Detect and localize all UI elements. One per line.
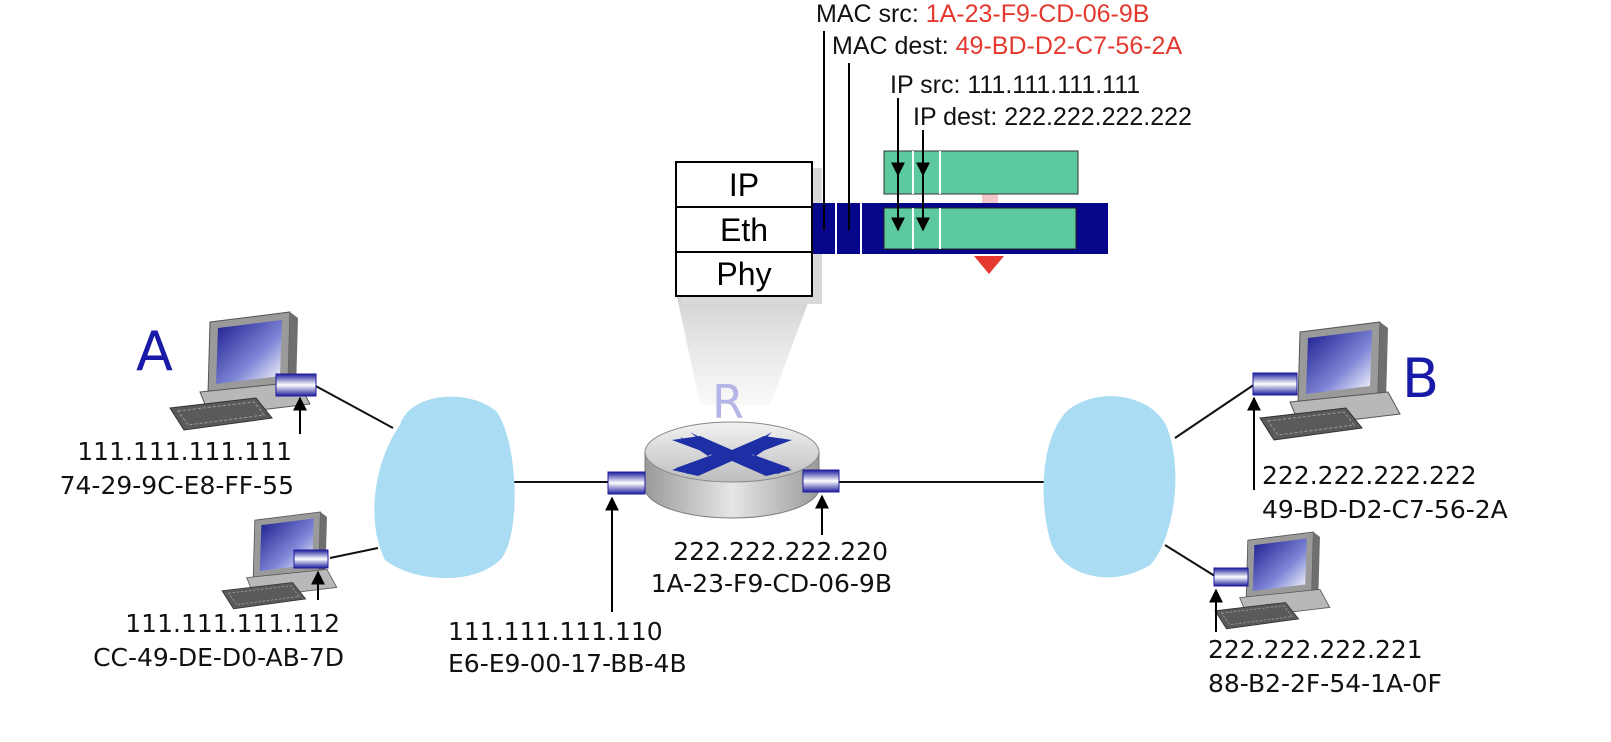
host-b-name: B xyxy=(1402,347,1439,410)
adapter-a2-icon xyxy=(293,549,329,569)
host-b-mac: 49-BD-D2-C7-56-2A xyxy=(1262,495,1508,524)
mac-dest-label: MAC dest: 49-BD-D2-C7-56-2A xyxy=(832,32,1182,60)
stack-layer-ip: IP xyxy=(729,167,759,203)
router-left-mac: E6-E9-00-17-BB-4B xyxy=(448,649,687,678)
protocol-stack: IP Eth Phy xyxy=(675,161,813,297)
host-a-ip: 111.111.111.111 xyxy=(77,437,292,466)
router-left-port-icon xyxy=(607,471,646,495)
adapter-a-icon xyxy=(275,373,317,397)
adapter-b-icon xyxy=(1252,372,1298,396)
router-name: R xyxy=(712,375,744,429)
router-icon xyxy=(644,421,820,519)
router-right-mac: 1A-23-F9-CD-06-9B xyxy=(651,569,892,598)
link-a2-lan xyxy=(329,547,379,559)
link-lan-b xyxy=(1174,381,1259,439)
link-a-lan xyxy=(311,383,394,429)
stack-layer-phy: Phy xyxy=(716,256,771,292)
host-a-name: A xyxy=(136,320,173,383)
router-right-ip: 222.222.222.220 xyxy=(673,537,888,566)
lan-cloud-right xyxy=(1043,396,1176,578)
host-a-computer-icon xyxy=(169,311,311,431)
host-a-mac: 74-29-9C-E8-FF-55 xyxy=(60,471,294,500)
host-a2-mac: CC-49-DE-D0-AB-7D xyxy=(93,643,344,672)
host-b2-mac: 88-B2-2F-54-1A-0F xyxy=(1208,669,1442,698)
stack-layer-eth: Eth xyxy=(720,212,768,248)
router-left-ip: 111.111.111.110 xyxy=(448,617,663,646)
frame-graphic xyxy=(813,150,1108,274)
link-lan-b2 xyxy=(1164,544,1219,579)
host-b2-ip: 222.222.222.221 xyxy=(1208,635,1423,664)
ip-src-label: IP src: 111.111.111.111 xyxy=(890,71,1140,99)
adapter-b2-icon xyxy=(1213,567,1249,587)
host-b-ip: 222.222.222.222 xyxy=(1262,461,1477,490)
router-right-port-icon xyxy=(802,469,840,493)
zoom-beam xyxy=(676,292,812,405)
ip-dest-label: IP dest: 222.222.222.222 xyxy=(913,103,1192,131)
lan-cloud-left xyxy=(374,396,515,579)
host-a2-ip: 111.111.111.112 xyxy=(125,609,340,638)
mac-src-label: MAC src: 1A-23-F9-CD-06-9B xyxy=(816,0,1149,28)
down-triangle-icon xyxy=(974,256,1004,274)
